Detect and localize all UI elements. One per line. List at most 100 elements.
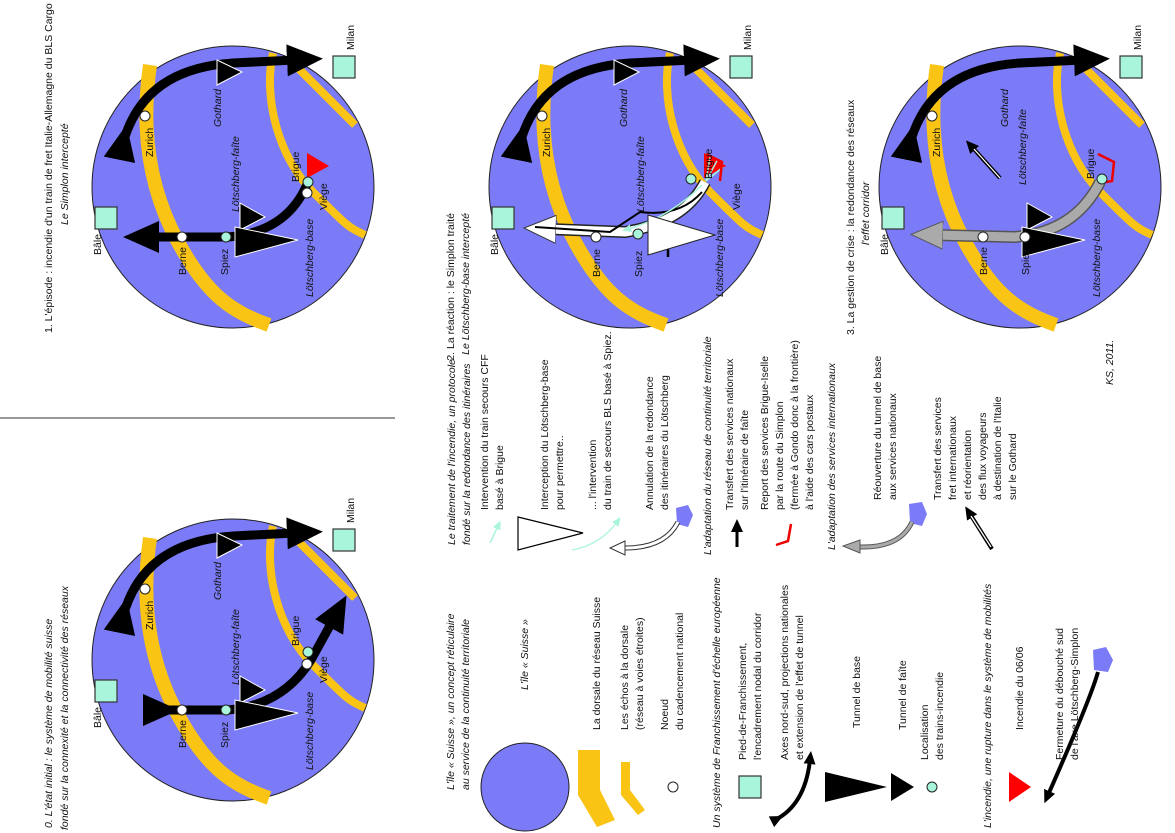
lotschberg-base-tunnel-icon	[234, 226, 299, 258]
legend-international-heading: L'adaptation des services internationaux	[826, 362, 838, 550]
label-berne: Berne	[591, 249, 603, 277]
spiez-node	[220, 704, 232, 716]
spiez-node	[220, 231, 232, 243]
legend-isle-icon	[480, 742, 570, 832]
legend-incendie-heading: L'incendie, une rupture dans le système …	[982, 583, 994, 828]
legend-noeud-icon	[667, 781, 679, 793]
panel-1-title: 1. L'épisode : incendie d'un train de fr…	[43, 3, 71, 333]
label-gothard: Gothard	[212, 561, 224, 600]
label-brigue: Brigue	[290, 151, 302, 182]
berne-node	[176, 231, 188, 243]
label-spiez: Spiez	[219, 249, 231, 275]
label-milan: Milan	[742, 25, 754, 50]
legend-reopen-arrowhead	[841, 539, 861, 554]
label-lotschberg-base: Lötschberg-base	[1091, 219, 1103, 297]
legend-tunnel-faite-icon	[891, 773, 914, 801]
legend-bls-rescue-icon	[571, 517, 621, 551]
label-viege: Viège	[318, 656, 330, 683]
berne-node	[590, 231, 602, 243]
zurich-node	[139, 110, 151, 122]
gothard-axis-arrow	[890, 44, 1110, 164]
gothard-tunnel-icon	[613, 59, 641, 86]
legend-tunnel-base-label: Tunnel de base	[851, 656, 863, 728]
rescue-train-arrow	[622, 184, 703, 233]
legend-international-section: L'adaptation des services internationaux…	[826, 356, 1019, 554]
label-brigue: Brigue	[290, 615, 302, 646]
lotschberg-base-tunnel-icon	[234, 699, 299, 731]
label-bale: Bâle	[489, 234, 501, 255]
milan-square	[1119, 55, 1143, 79]
legend-isle-label: L'île « Suisse »	[519, 619, 531, 690]
legend-incendie-label: Incendie du 06/06	[1014, 646, 1026, 730]
label-milan: Milan	[1132, 25, 1144, 50]
panel-2-title: 2. La réaction : le Simplon traité Le Lö…	[445, 213, 472, 361]
legend-international-transfer-inner	[970, 515, 992, 548]
label-spiez: Spiez	[633, 251, 645, 277]
zurich-node	[536, 110, 548, 122]
brigue-node	[302, 646, 314, 658]
lotschberg-base-tunnel-icon	[1021, 226, 1086, 258]
panel-1-title-line1: 1. L'épisode : incendie d'un train de fr…	[43, 3, 55, 333]
brigue-node	[302, 176, 314, 188]
reopened-base-arrow	[935, 179, 1105, 237]
milan-square	[332, 528, 356, 552]
gothard-tunnel-icon	[216, 532, 244, 559]
label-lotschberg-faite: Lötschberg-faîte	[635, 136, 647, 212]
legend-dorsale-label: La dorsale du réseau Suisse	[591, 597, 603, 730]
fire-icon	[307, 153, 329, 178]
legend-closure-pentagon-icon	[1093, 647, 1113, 672]
legend-isle-heading: L'île « Suisse », un concept réticulaire…	[445, 613, 472, 790]
legend-reopen-pentagon-icon	[909, 502, 927, 526]
label-zurich: Zurich	[931, 128, 943, 157]
legend-continuite-heading: L'adaptation du réseau de continuité ter…	[702, 336, 714, 555]
label-lotschberg-faite: Lötschberg-faîte	[1017, 109, 1029, 185]
lotschberg-faite-tunnel-icon	[239, 202, 267, 231]
label-lotschberg-faite: Lötschberg-faîte	[230, 609, 242, 685]
label-brigue: Brigue	[1085, 148, 1097, 179]
legend-continuite-section: L'adaptation du réseau de continuité ter…	[702, 336, 816, 555]
label-zurich: Zurich	[144, 128, 156, 157]
label-gothard: Gothard	[212, 88, 224, 127]
map-panel-2: Zurich Berne Spiez Bâle Milan Gothard Lö…	[488, 25, 772, 332]
berne-node	[176, 704, 188, 716]
legend-franchissement-section: Un système de Franchissement d'échelle e…	[711, 577, 946, 828]
map-panel-3: Zurich Berne Spiez Bâle Milan Gothard Lö…	[878, 25, 1162, 332]
legend-annulation-pentagon-icon	[676, 505, 693, 527]
label-zurich: Zurich	[144, 601, 156, 630]
legend-annulation-arrow-icon	[624, 521, 680, 550]
panel-2-title-line1: 2. La réaction : le Simplon traité	[445, 213, 457, 361]
legend-echos-label: Les échos à la dorsale(réseau à voies ét…	[619, 617, 646, 730]
label-brigue: Brigue	[703, 148, 715, 179]
bale-square	[491, 206, 515, 230]
brigue-node	[685, 173, 697, 185]
map-panel-0: Zurich Berne Spiez Bâle Milan Gothard Lö…	[91, 498, 375, 805]
gothard-tunnel-icon	[216, 59, 244, 86]
legend-incendie-section: L'incendie, une rupture dans le système …	[982, 583, 1113, 828]
panel-0-title-line2: fondé sur la connexité et la connectivit…	[59, 585, 71, 830]
panel-3-title-line2: l'effet corridor	[860, 181, 872, 245]
label-milan: Milan	[345, 25, 357, 50]
legend-annulation-arrowhead	[608, 540, 626, 556]
label-lotschberg-base: Lötschberg-base	[304, 219, 316, 297]
legend-reopen-arrow-icon	[859, 521, 914, 549]
label-lotschberg-faite: Lötschberg-faîte	[230, 136, 242, 212]
label-bale: Bâle	[92, 707, 104, 728]
label-bale: Bâle	[879, 234, 891, 255]
milan-square	[332, 55, 356, 79]
label-viege: Viège	[318, 183, 330, 210]
legend-cff-rescue-icon	[489, 520, 501, 544]
legend-traitement-heading: Le traitement de l'incendie, un protocol…	[446, 359, 473, 545]
panel-3-title: 3. La gestion de crise : la redondance d…	[845, 99, 872, 335]
lotschberg-base-interception-icon	[647, 214, 717, 256]
legend-isle-section: L'île « Suisse », un concept réticulaire…	[445, 597, 686, 832]
